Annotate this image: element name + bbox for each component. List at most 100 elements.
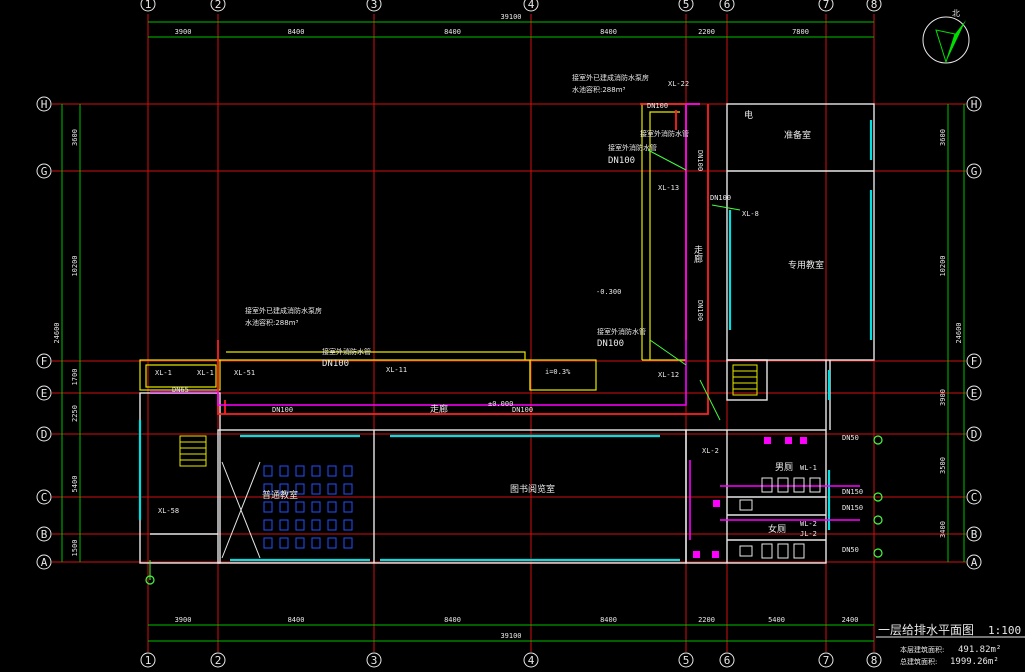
- row-bubble-D: [36, 426, 52, 442]
- north-arrow-icon: [922, 16, 970, 64]
- room-classroom: 普通教室: [262, 489, 298, 501]
- desk: [295, 501, 305, 513]
- row-bubble-A: [966, 554, 982, 570]
- row-label-H: H: [41, 98, 48, 111]
- windows: [138, 120, 873, 562]
- col-label-3: 3: [371, 0, 378, 11]
- col-bubble-7: [818, 0, 834, 12]
- col-label-5: 5: [683, 0, 690, 11]
- col-label-8: 8: [871, 0, 878, 11]
- col-label-4: 4: [528, 0, 535, 11]
- col-bubble-8: [866, 0, 882, 12]
- col-bubble-5: [678, 652, 694, 668]
- desk: [311, 501, 321, 513]
- dim-top-seg: 8400: [600, 28, 617, 36]
- drawing-title: 一层给排水平面图: [878, 623, 974, 637]
- desk: [279, 537, 289, 549]
- col-bubble-3: [366, 652, 382, 668]
- dim-left-seg: 1700: [71, 369, 79, 386]
- room-elec: 电: [744, 109, 753, 121]
- row-label-A: A: [41, 556, 48, 569]
- dim-top-seg: 8400: [444, 28, 461, 36]
- building-walls: [139, 103, 875, 564]
- svg-text:i=0.3%: i=0.3%: [545, 368, 571, 376]
- classroom-cross: [221, 461, 261, 559]
- svg-text:-0.300: -0.300: [596, 288, 621, 296]
- sanitary-markers: [693, 437, 807, 558]
- svg-text:接室外消防水管: 接室外消防水管: [597, 327, 646, 336]
- desk: [263, 501, 273, 513]
- row-bubble-F: [36, 353, 52, 369]
- row-label-A: A: [971, 556, 978, 569]
- svg-text:DN100: DN100: [647, 102, 668, 110]
- col-label-1: 1: [145, 654, 152, 667]
- svg-text:DN100: DN100: [696, 300, 704, 321]
- col-bubble-7: [818, 652, 834, 668]
- col-bubble-1: [140, 0, 156, 12]
- stairs-west: [179, 435, 207, 467]
- svg-text:水池容积:288m³: 水池容积:288m³: [245, 318, 299, 327]
- row-label-G: G: [971, 165, 978, 178]
- col-bubble-2: [210, 652, 226, 668]
- row-bubble-F: [966, 353, 982, 369]
- svg-text:DN100: DN100: [608, 156, 635, 166]
- row-bubble-B: [36, 526, 52, 542]
- col-label-7: 7: [823, 654, 830, 667]
- desk: [311, 537, 321, 549]
- desk: [263, 483, 273, 495]
- col-bubble-8: [866, 652, 882, 668]
- svg-text:接室外消防水管: 接室外消防水管: [608, 143, 657, 152]
- dim-left-seg: 5400: [71, 476, 79, 493]
- row-bubble-H: [36, 96, 52, 112]
- svg-text:XL-22: XL-22: [668, 80, 689, 88]
- desk: [343, 519, 353, 531]
- desk: [327, 519, 337, 531]
- row-label-F: F: [971, 355, 978, 368]
- svg-text:DN100: DN100: [710, 194, 731, 202]
- col-label-3: 3: [371, 654, 378, 667]
- room-labels: 准备室 专用教室 走廊 走廊 普通教室 图书阅览室 男厕 女厕 电: [262, 109, 824, 535]
- svg-text:XL-11: XL-11: [386, 366, 407, 374]
- col-label-1: 1: [145, 0, 152, 11]
- dimension-lines: [61, 21, 965, 642]
- area-total-value: 1999.26m²: [950, 657, 999, 667]
- svg-text:DN65: DN65: [172, 386, 189, 394]
- row-label-B: B: [41, 528, 48, 541]
- desk: [327, 465, 337, 477]
- dim-top-seg: 2200: [698, 28, 715, 36]
- dim-left-seg: 3600: [71, 129, 79, 146]
- water-pipes: [150, 103, 860, 540]
- svg-text:±0.000: ±0.000: [488, 400, 513, 408]
- dim-bottom-seg: 8400: [288, 616, 305, 624]
- area-building-label: 本层建筑面积:: [900, 645, 944, 654]
- dim-left-seg: 10200: [71, 255, 79, 276]
- leader-lines: [149, 149, 741, 580]
- stairs-east: [732, 364, 758, 396]
- col-bubble-3: [366, 0, 382, 12]
- svg-text:DN50: DN50: [842, 546, 859, 554]
- svg-text:JL-2: JL-2: [800, 530, 817, 538]
- dim-top-total: 39100: [500, 13, 521, 21]
- dim-bottom-seg: 8400: [444, 616, 461, 624]
- col-bubble-4: [523, 652, 539, 668]
- dim-bottom-total: 39100: [500, 632, 521, 640]
- room-special-classroom: 专用教室: [788, 259, 824, 271]
- desk: [343, 501, 353, 513]
- dim-right-seg: 3900: [939, 389, 947, 406]
- col-bubble-6: [719, 652, 735, 668]
- svg-text:XL-13: XL-13: [658, 184, 679, 192]
- svg-text:XL-2: XL-2: [702, 447, 719, 455]
- annotations: 接室外已建成消防水泵房 水池容积:288m³ 接室外已建成消防水泵房 水池容积:…: [155, 73, 863, 554]
- dim-left-seg: 2250: [71, 405, 79, 422]
- desk: [279, 501, 289, 513]
- col-bubble-4: [523, 0, 539, 12]
- dim-right-seg: 3500: [939, 457, 947, 474]
- svg-text:DN100: DN100: [597, 339, 624, 349]
- col-label-4: 4: [528, 654, 535, 667]
- dim-right-total: 24600: [955, 322, 963, 343]
- desk: [311, 519, 321, 531]
- room-female-wc: 女厕: [768, 523, 786, 535]
